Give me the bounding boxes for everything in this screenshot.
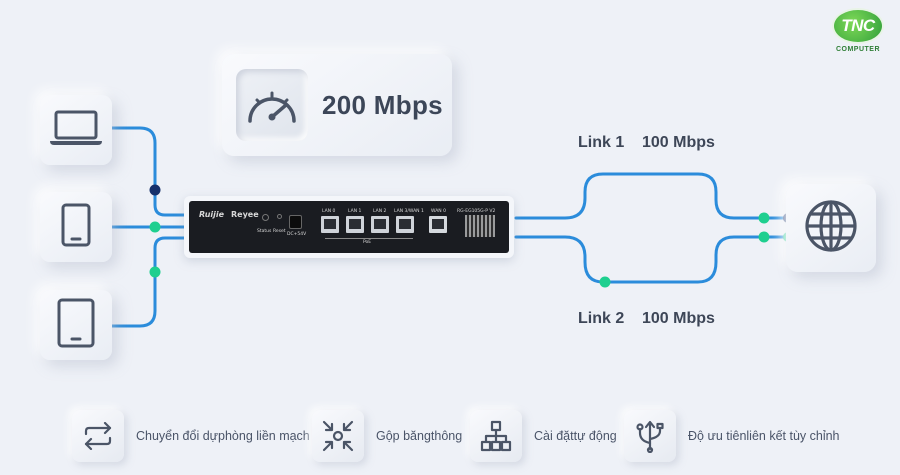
port-label-1: LAN 1 bbox=[348, 209, 362, 214]
wan-port-0 bbox=[429, 216, 447, 233]
reset-label: Reset bbox=[273, 229, 286, 234]
usb-fork-icon bbox=[624, 410, 676, 462]
feature-label-priority: Độ ưu tiênliên kết tùy chỉnh bbox=[688, 429, 840, 443]
feature-label-auto-setup: Cài đặttự động bbox=[534, 429, 617, 443]
router-model: RG-EG105G-P V2 bbox=[457, 209, 496, 214]
link1-label: Link 1 100 Mbps bbox=[578, 134, 715, 152]
port-label-0: LAN 0 bbox=[322, 209, 336, 214]
lan-port-2 bbox=[371, 216, 389, 233]
port-label-2: LAN 2 bbox=[373, 209, 387, 214]
router-front-panel: Ruijie Reyee Status Reset DC+54V LAN 0 L… bbox=[189, 201, 509, 253]
lan-port-1 bbox=[346, 216, 364, 233]
tnc-logo: TNC COMPUTER bbox=[826, 8, 890, 66]
node-teal-device2 bbox=[149, 221, 161, 233]
poe-bracket bbox=[325, 238, 413, 239]
feature-item-aggregation: Gộp băngthông bbox=[312, 408, 462, 464]
link2-name: Link 2 bbox=[578, 310, 625, 327]
speedometer-icon bbox=[236, 69, 308, 141]
link2-label: Link 2 100 Mbps bbox=[578, 310, 715, 328]
speed-card: 200 Mbps bbox=[222, 54, 452, 156]
feature-label-failover: Chuyển đổi dựphòng liền mạch bbox=[136, 429, 310, 443]
tablet-icon bbox=[61, 203, 91, 252]
lan-port-3 bbox=[396, 216, 414, 233]
poe-label: PoE bbox=[363, 240, 372, 245]
total-speed-label: 200 Mbps bbox=[322, 89, 443, 120]
port-label-4: WAN 0 bbox=[431, 209, 446, 214]
tablet-device-card-1 bbox=[40, 192, 112, 262]
dc-port bbox=[289, 215, 302, 229]
feature-item-priority: Độ ưu tiênliên kết tùy chỉnh bbox=[624, 408, 840, 464]
link1-speed: 100 Mbps bbox=[642, 134, 715, 151]
laptop-icon bbox=[48, 108, 104, 153]
router-device: Ruijie Reyee Status Reset DC+54V LAN 0 L… bbox=[184, 196, 514, 258]
dc-label: DC+54V bbox=[287, 232, 307, 237]
link2-line bbox=[514, 235, 792, 284]
reset-button bbox=[277, 214, 282, 219]
converge-arrows-icon bbox=[312, 410, 364, 462]
node-teal-device3 bbox=[149, 266, 161, 278]
device1-line bbox=[110, 126, 188, 217]
logo-mark: TNC bbox=[832, 8, 884, 44]
router-sub-brand: Reyee bbox=[231, 210, 259, 219]
node-teal-link2 bbox=[599, 276, 611, 288]
status-led bbox=[262, 214, 269, 221]
link2-speed: 100 Mbps bbox=[642, 310, 715, 327]
device3-line bbox=[110, 236, 188, 328]
node-teal-link1-end bbox=[758, 212, 770, 224]
network-tree-icon bbox=[470, 410, 522, 462]
internet-card bbox=[786, 184, 876, 272]
globe-icon bbox=[803, 198, 859, 259]
tablet-icon bbox=[57, 298, 95, 353]
node-navy-device1 bbox=[149, 184, 161, 196]
feature-list: Chuyển đổi dựphòng liền mạch Gộp băngthô… bbox=[0, 408, 900, 470]
link1-name: Link 1 bbox=[578, 134, 625, 151]
node-teal-link2-end bbox=[758, 231, 770, 243]
link1-line bbox=[514, 172, 792, 220]
port-label-3: LAN 3/WAN 1 bbox=[394, 209, 424, 214]
qr-code bbox=[465, 215, 495, 237]
feature-item-failover: Chuyển đổi dựphòng liền mạch bbox=[72, 408, 310, 464]
swap-arrows-icon bbox=[72, 410, 124, 462]
status-label: Status bbox=[257, 229, 272, 234]
laptop-device-card bbox=[40, 95, 112, 165]
logo-subtext: COMPUTER bbox=[835, 46, 881, 53]
tablet-device-card-2 bbox=[40, 290, 112, 360]
lan-port-0 bbox=[321, 216, 339, 233]
feature-label-aggregation: Gộp băngthông bbox=[376, 429, 463, 443]
router-brand: Ruijie bbox=[199, 210, 225, 219]
feature-item-auto-setup: Cài đặttự động bbox=[470, 408, 617, 464]
